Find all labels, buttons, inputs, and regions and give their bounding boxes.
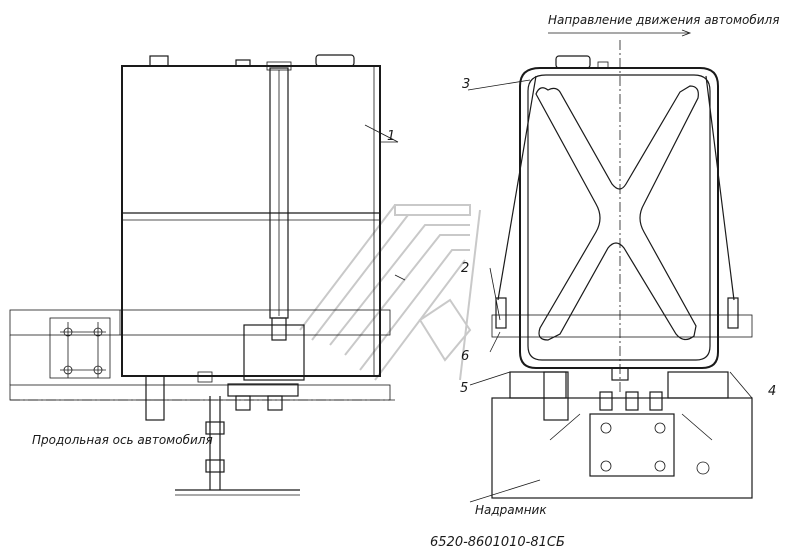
longitudinal-axis-label: Продольная ось автомобиля bbox=[32, 433, 213, 447]
fuel-tank-end bbox=[519, 67, 719, 369]
subframe-label: Надрамник bbox=[475, 503, 547, 517]
drawing-number: 6520-8601010-81СБ bbox=[430, 535, 565, 550]
side-view bbox=[9, 54, 406, 496]
fuel-tank-side bbox=[121, 65, 381, 377]
watermark-logo bbox=[299, 204, 481, 381]
direction-label: Направление движения автомобиля bbox=[548, 13, 779, 27]
callout-3: 3 bbox=[462, 77, 470, 92]
callout-2: 2 bbox=[461, 261, 469, 276]
callout-1: 1 bbox=[387, 129, 395, 144]
end-view bbox=[467, 29, 753, 503]
callout-6: 6 bbox=[461, 349, 469, 364]
callout-5: 5 bbox=[460, 381, 468, 396]
callout-4: 4 bbox=[768, 384, 776, 399]
